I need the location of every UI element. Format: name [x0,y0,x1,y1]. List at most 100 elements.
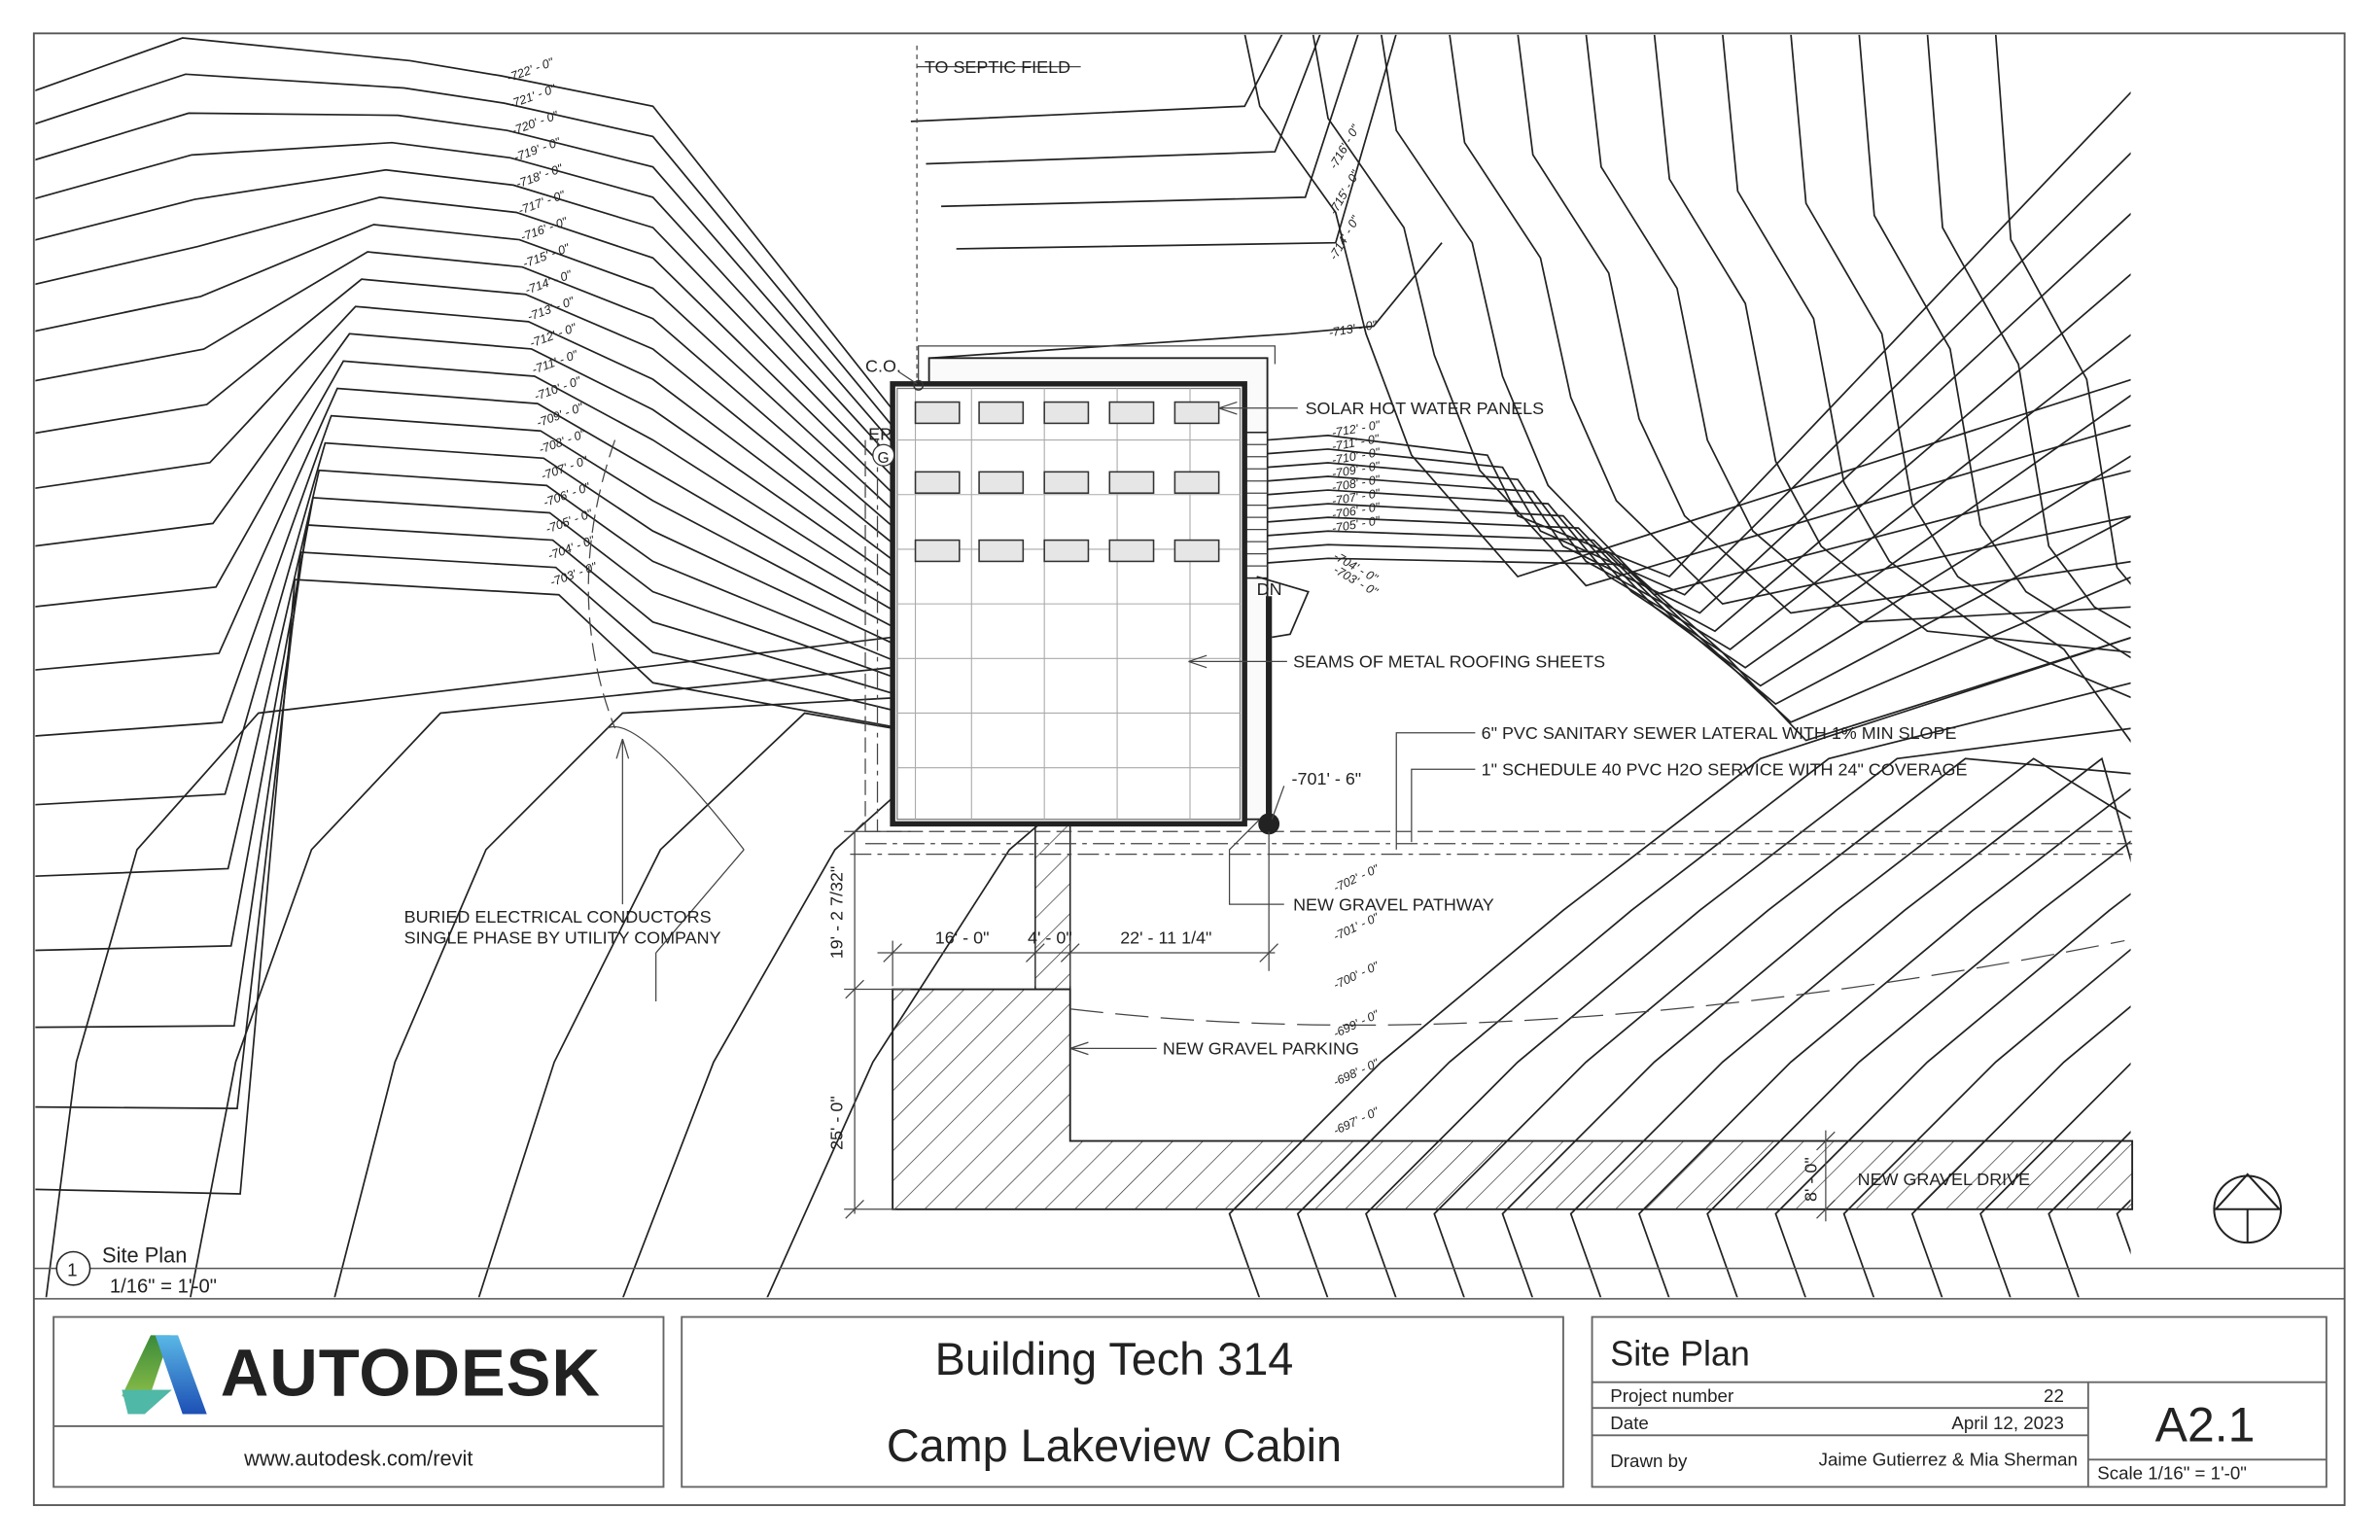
contour-label: -717' - 0" [516,188,567,217]
contour-line [35,278,893,544]
contour-label: -700' - 0" [1331,959,1382,992]
contour-line [1858,34,2131,659]
sheet-border [32,32,2346,1507]
spot-elevation-label: -701' - 6" [1292,769,1362,788]
contour-line [1722,34,2131,699]
solar-panel [1108,401,1155,425]
water-service-label: 1" SCHEDULE 40 PVC H2O SERVICE WITH 24" … [1482,759,1968,779]
dimension-16ft: 16' - 0" [935,928,990,948]
cleanout-marker [913,379,925,391]
dimension-lines [844,822,1836,1222]
contour-label: -705' - 0" [543,507,594,536]
contour-lines [35,34,2131,1298]
solar-panel [914,539,961,563]
dimension-4ft: 4' - 0" [1028,928,1072,948]
sewer-lateral-label: 6" PVC SANITARY SEWER LATERAL WITH 1% MI… [1482,723,1957,743]
contour-line [35,496,893,952]
view-scale: 1/16" = 1'-0" [110,1277,217,1298]
contour-line [1585,34,2131,623]
contour-label: -719' - 0" [512,135,563,164]
contour-line [1517,34,2131,614]
contour-line [35,441,893,806]
project-number-label: Project number [1610,1385,1733,1406]
leader-lines [607,66,1476,1056]
septic-label: TO SEPTIC FIELD [925,57,1070,77]
contour-label: -714' - 0" [523,267,574,297]
contour-label: -708' - 0" [537,427,587,456]
contour-label: -706' - 0" [542,480,592,509]
project-name: Camp Lakeview Cabin [887,1420,1342,1471]
contour-line [35,332,893,578]
roof-seams-label: SEAMS OF METAL ROOFING SHEETS [1293,652,1605,672]
dimension-19ft: 19' - 2 7/32" [827,866,847,960]
utility-lines [587,45,2133,1027]
sheet-number: A2.1 [2155,1398,2256,1452]
solar-panel [1173,539,1220,563]
gravel-parking-label: NEW GRAVEL PARKING [1163,1039,1359,1059]
contour-label: -720' - 0" [509,108,560,137]
contour-label: -714' - 0" [1326,213,1362,262]
contour-line [35,141,893,461]
contour-line [35,469,893,878]
contour-line [1243,34,2131,578]
solar-panels-label: SOLAR HOT WATER PANELS [1306,399,1545,418]
gravel-pathway-label: NEW GRAVEL PATHWAY [1293,894,1494,914]
date-label: Date [1610,1413,1649,1433]
solar-panel [978,401,1025,425]
contour-line [35,112,893,444]
contour-line [35,578,893,1195]
north-arrow-icon [2213,1172,2283,1244]
contour-line [35,73,893,428]
contour-line [35,196,893,494]
electric-panel-label: EP [868,425,892,444]
view-number: 1 [67,1259,77,1279]
solar-panel [914,471,961,494]
solar-panel [978,539,1025,563]
cleanout-label: C.O. [865,356,901,375]
stair-treads [1244,443,1268,567]
view-number-bubble [55,1250,91,1286]
logo-wordmark: AUTODESK [221,1336,600,1411]
solar-panel [978,471,1025,494]
drawn-by-value: Jaime Gutierrez & Mia Sherman [1819,1450,2078,1470]
contour-line [35,224,893,510]
solar-panel [1108,539,1155,563]
contour-line [1926,34,2131,629]
contour-label: -713' - 0" [1328,318,1379,340]
contour-label: -709' - 0" [535,401,585,430]
contour-label: -715' - 0" [521,241,572,270]
contour-line [35,524,893,1029]
date-value: April 12, 2023 [1951,1413,2064,1433]
sheet-name: Site Plan [1610,1335,1750,1374]
view-title: Site Plan [102,1242,187,1267]
autodesk-logo-icon [122,1335,207,1415]
solar-panels [914,401,1220,563]
spot-elevation-marker [1258,813,1280,835]
solar-panel [1043,539,1090,563]
contour-line [1653,34,2131,653]
contour-line [1449,34,2131,606]
course-title: Building Tech 314 [935,1334,1294,1384]
contour-line [35,551,893,1110]
dimension-25ft: 25' - 0" [827,1096,847,1150]
contour-label: -703' - 0" [548,560,599,589]
dimension-22ft: 22' - 11 1/4" [1120,928,1211,948]
contour-label: -697' - 0" [1331,1104,1382,1138]
project-number: 22 [2044,1385,2064,1406]
solar-panel [1043,401,1090,425]
contour-label: -698' - 0" [1331,1056,1382,1089]
contour-label: -722' - 0" [506,55,556,85]
contour-label: -701' - 0" [1331,910,1382,943]
contour-label: -716' - 0" [519,215,570,244]
cabin-roof-plan [890,381,1247,827]
drawn-by-label: Drawn by [1610,1451,1688,1471]
solar-panel [1108,471,1155,494]
contour-line [1381,34,2131,596]
gravel-pathway [1034,822,1071,991]
solar-panel [1173,401,1220,425]
contour-line [1312,34,2131,587]
logo-url: www.autodesk.com/revit [243,1447,472,1471]
electrical-label-line2: SINGLE PHASE BY UTILITY COMPANY [404,928,721,948]
gas-label: G [878,450,890,467]
